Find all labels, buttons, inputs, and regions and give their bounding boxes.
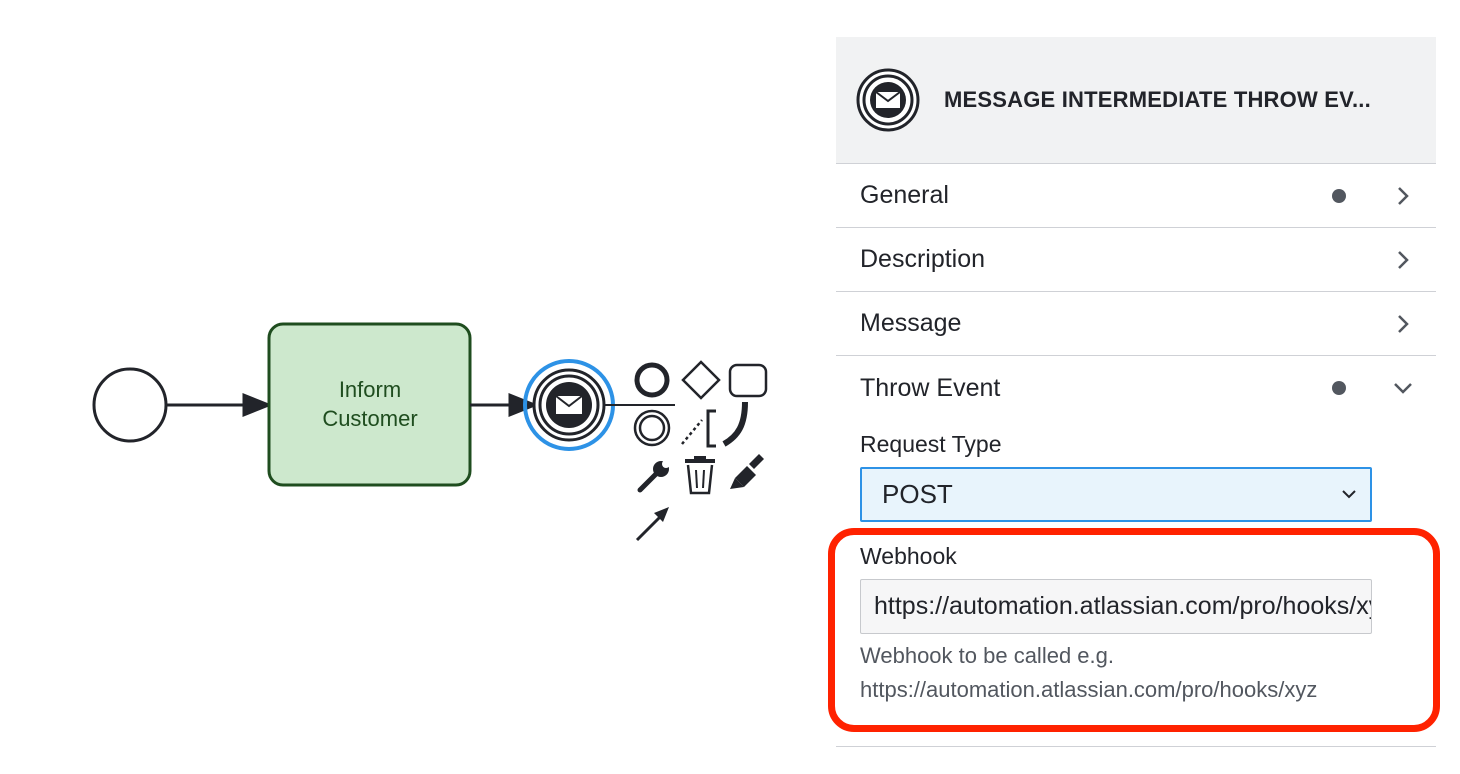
chevron-right-icon <box>1398 250 1409 269</box>
message-throw-event-icon <box>856 68 920 132</box>
group-label: Throw Event <box>860 373 1001 402</box>
append-gateway-icon[interactable] <box>681 360 721 400</box>
group-throw-event[interactable]: Throw Event <box>836 356 1436 420</box>
append-task-icon[interactable] <box>728 363 768 398</box>
envelope-icon <box>555 395 583 414</box>
group-message[interactable]: Message <box>836 292 1436 356</box>
context-pad <box>605 360 768 542</box>
request-type-value: POST <box>882 479 953 509</box>
group-general[interactable]: General <box>836 164 1436 228</box>
panel-header: MESSAGE INTERMEDIATE THROW EV... <box>836 37 1436 164</box>
bpmn-canvas[interactable]: Inform Customer <box>0 0 830 774</box>
webhook-label: Webhook <box>860 543 957 569</box>
trash-icon[interactable] <box>685 456 715 495</box>
request-type-label: Request Type <box>860 431 1002 457</box>
chevron-right-icon <box>1398 314 1409 333</box>
append-intermediate-event-icon[interactable] <box>633 409 671 447</box>
data-marker-dot <box>1332 381 1346 395</box>
group-label: Message <box>860 309 962 337</box>
data-marker-dot <box>1332 188 1346 203</box>
start-event[interactable] <box>92 367 168 443</box>
chevron-down-icon <box>1394 383 1412 394</box>
request-type-select[interactable]: POST <box>860 467 1372 522</box>
properties-panel: MESSAGE INTERMEDIATE THROW EV... General… <box>828 37 1440 774</box>
webhook-value: https://automation.atlassian.com/pro/hoo… <box>874 592 1372 620</box>
chevron-down-icon <box>1342 490 1356 499</box>
webhook-hint-line2: https://automation.atlassian.com/pro/hoo… <box>860 677 1318 702</box>
connect-arrow-icon[interactable] <box>635 507 669 542</box>
group-description[interactable]: Description <box>836 228 1436 292</box>
group-label: General <box>860 181 949 209</box>
wrench-icon[interactable] <box>637 460 670 493</box>
color-brush-icon[interactable] <box>730 454 764 489</box>
text-annotation-icon[interactable] <box>681 409 716 448</box>
task-inform-customer[interactable]: Inform Customer <box>267 322 472 487</box>
append-end-event-icon[interactable] <box>634 362 670 398</box>
group-label: Description <box>860 245 986 273</box>
connect-icon[interactable] <box>722 401 748 447</box>
task-label-line1: Inform <box>339 377 401 402</box>
panel-title: MESSAGE INTERMEDIATE THROW EV... <box>944 87 1371 112</box>
webhook-hint-line1: Webhook to be called e.g. <box>860 643 1114 668</box>
webhook-input[interactable]: https://automation.atlassian.com/pro/hoo… <box>860 579 1372 634</box>
message-throw-event[interactable] <box>523 359 615 451</box>
divider <box>836 746 1436 747</box>
task-label-line2: Customer <box>322 406 417 431</box>
chevron-right-icon <box>1398 186 1409 205</box>
